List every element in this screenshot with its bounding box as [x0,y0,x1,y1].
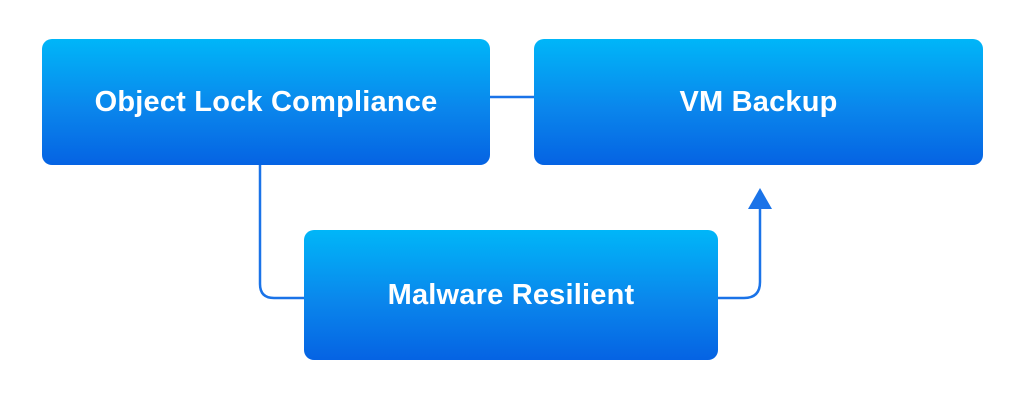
arrowhead-up-icon [748,188,772,209]
node-label-vm-backup: VM Backup [679,85,838,118]
connector-malware-to-vm-backup [718,206,762,300]
node-vm-backup: VM Backup [534,39,983,165]
node-malware-resilient: Malware Resilient [304,230,718,360]
connector-object-lock-to-malware [258,165,304,300]
node-object-lock-compliance: Object Lock Compliance [42,39,490,165]
node-label-malware-resilient: Malware Resilient [387,278,635,311]
node-label-object-lock-compliance: Object Lock Compliance [94,85,438,118]
